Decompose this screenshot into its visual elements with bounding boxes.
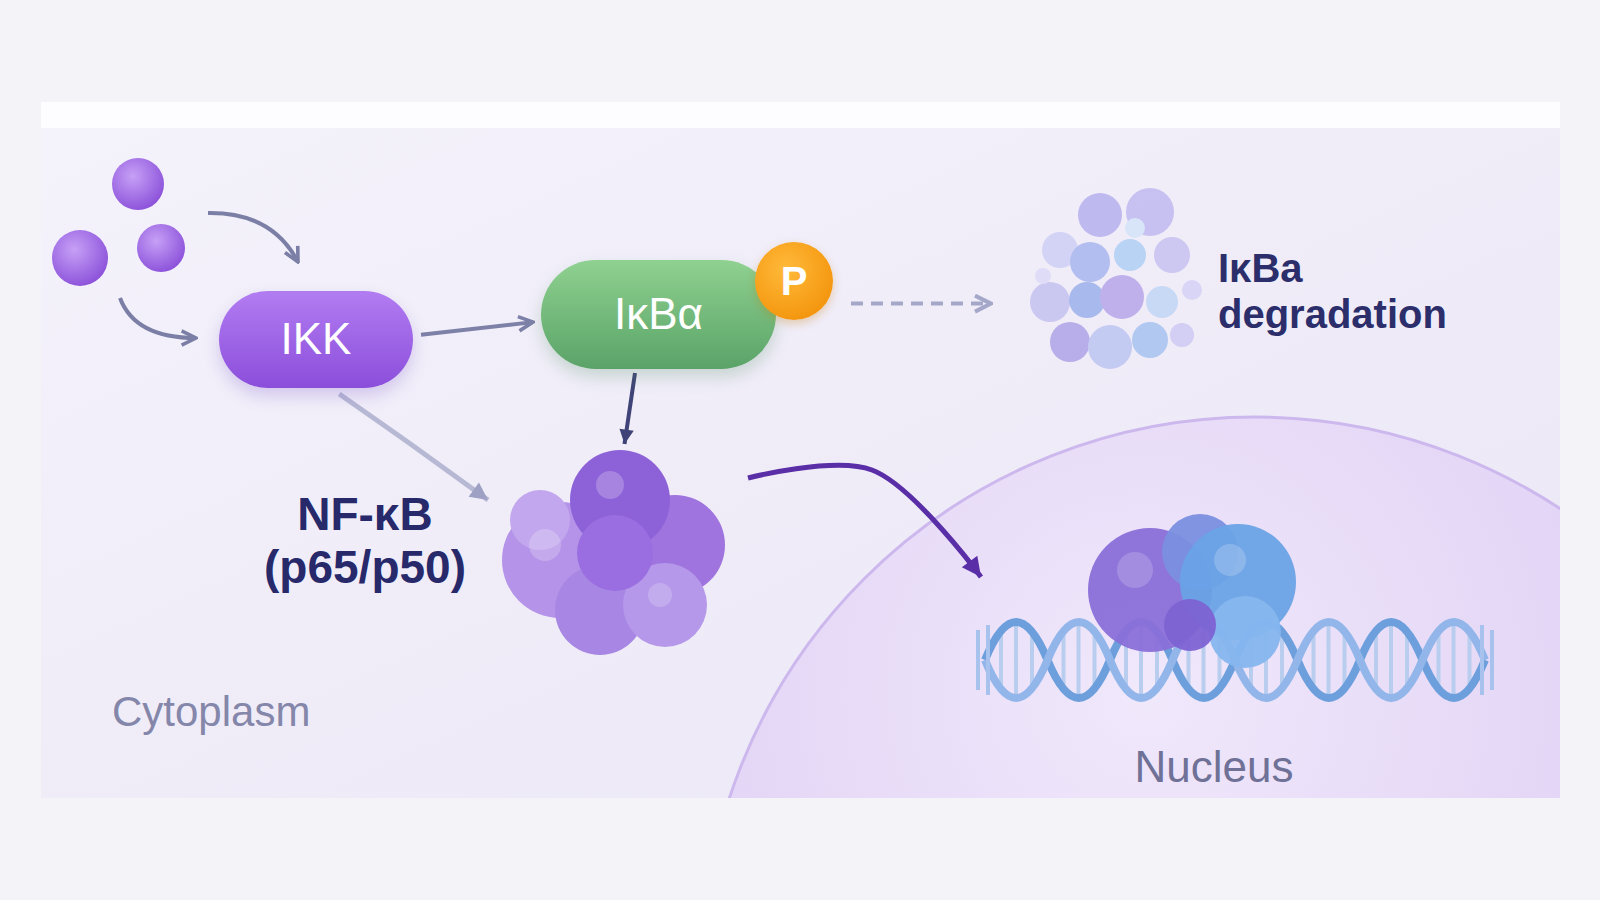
- kinase-pill: IKK: [219, 291, 413, 388]
- fragment: [1154, 237, 1190, 273]
- stimulus-dot: [112, 158, 164, 210]
- fragment: [1069, 282, 1105, 318]
- fragment: [1182, 280, 1202, 300]
- text-slot: NF-κB (p65/p50): [240, 488, 490, 594]
- text-slot: Nucleus: [1135, 742, 1294, 793]
- arrow-connector: [748, 465, 981, 577]
- protein-blob: [1209, 596, 1281, 668]
- arrow-connector: [625, 373, 636, 444]
- protein-cluster: [502, 450, 725, 655]
- node-label: IκBα: [614, 289, 703, 340]
- highlight: [1214, 544, 1246, 576]
- stimulus-dot: [137, 224, 185, 272]
- fragment: [1125, 218, 1145, 238]
- region-label: Cytoplasm: [112, 688, 310, 736]
- node-label: P: [781, 258, 808, 304]
- node-label: IKK: [281, 314, 352, 365]
- highlight: [596, 471, 624, 499]
- fragment: [1030, 282, 1070, 322]
- protein-blob: [577, 515, 653, 591]
- fragment: [1170, 323, 1194, 347]
- fragment: [1146, 286, 1178, 318]
- stimulus-arrow: [208, 213, 298, 262]
- phosphate-circle: P: [755, 242, 833, 320]
- fragment: [1078, 193, 1122, 237]
- nucleus-membrane: [702, 417, 1560, 798]
- degradation-group: IκBa degradation: [995, 188, 1495, 378]
- highlight: [529, 529, 561, 561]
- fragment: [1035, 268, 1051, 284]
- top-band: [41, 102, 1560, 128]
- text-slot: P: [781, 258, 808, 304]
- arrow-connector: [339, 394, 488, 500]
- fragment: [1114, 239, 1146, 271]
- nucleus-region: Nucleus: [985, 440, 1560, 798]
- protein-blob: [1164, 599, 1216, 651]
- inhibitor-pill: IκBαP: [541, 260, 776, 369]
- fragment: [1070, 242, 1110, 282]
- fragment: [1088, 325, 1132, 369]
- stimulus-arrow: [120, 298, 196, 338]
- text-slot: IκBα: [614, 289, 703, 340]
- node-label: IκBa degradation: [1218, 245, 1493, 337]
- degradation-fragments: [1030, 188, 1202, 369]
- nucleus-group: [702, 417, 1560, 798]
- fragment: [1132, 322, 1168, 358]
- bound-complex: [1088, 514, 1296, 668]
- fragment: [1050, 322, 1090, 362]
- text-slot: IκBa degradation: [1218, 245, 1493, 337]
- node-label: NF-κB (p65/p50): [240, 488, 490, 594]
- node-label: Nucleus: [1135, 742, 1294, 793]
- highlight: [648, 583, 672, 607]
- text-slot: IKK: [281, 314, 352, 365]
- arrow-connector: [851, 302, 991, 306]
- highlight: [1117, 552, 1153, 588]
- arrow-connector: [421, 322, 533, 335]
- protein-complex: NF-κB (p65/p50): [492, 448, 742, 654]
- stimulus-dot: [52, 230, 108, 286]
- fragment: [1100, 275, 1144, 319]
